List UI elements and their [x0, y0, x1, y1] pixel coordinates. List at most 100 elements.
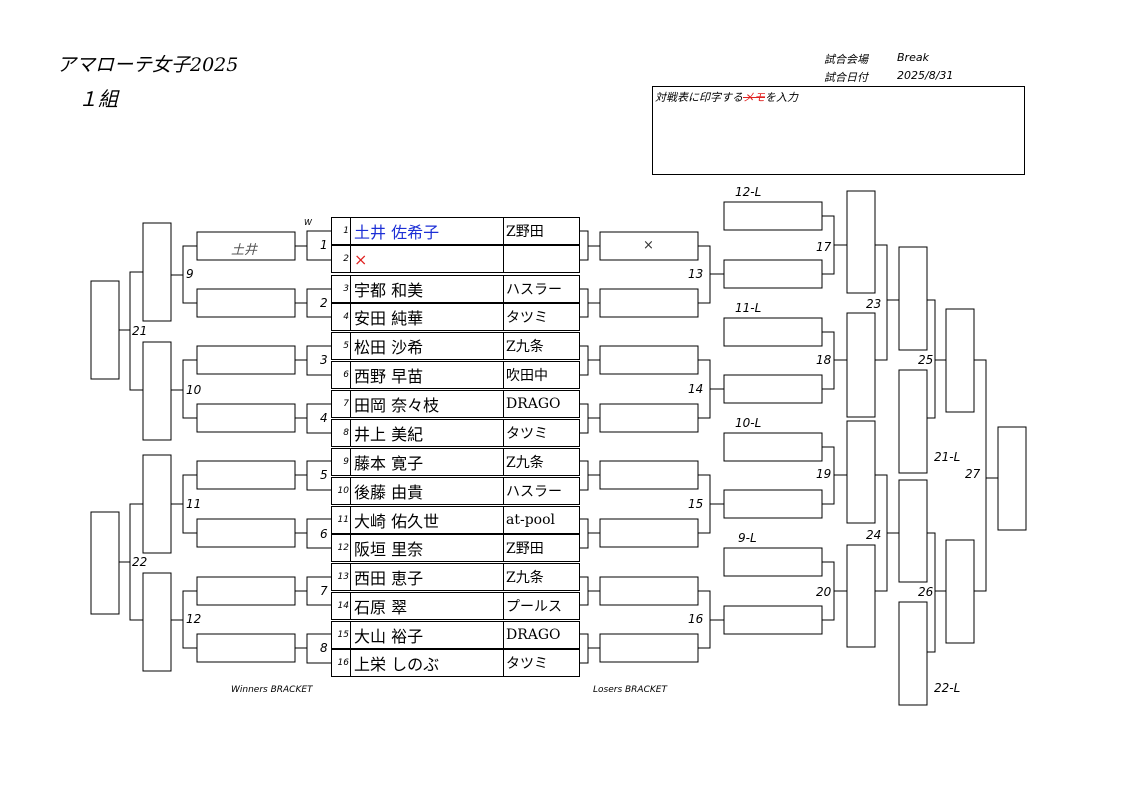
- entry-row[interactable]: 7 田岡 奈々枝 DRAGO: [331, 390, 580, 418]
- entry-name: 大山 裕子: [351, 622, 504, 648]
- winners-bracket-label: Winners BRACKET: [231, 685, 313, 695]
- entry-row[interactable]: 9 藤本 寛子 Z九条: [331, 448, 580, 476]
- match-label: 18: [816, 353, 832, 367]
- entry-no: 4: [332, 304, 351, 330]
- memo-box[interactable]: 対戦表に印字するメモを入力: [652, 86, 1025, 175]
- winners-r1-connectors: [295, 230, 331, 664]
- venue-label: 試合会場: [824, 53, 868, 66]
- drop-label: 10-L: [735, 416, 762, 430]
- drop-label: 11-L: [735, 301, 762, 315]
- match-label: 9: [186, 267, 194, 281]
- losers-r3: [846, 190, 899, 648]
- entry-row[interactable]: 12 阪垣 里奈 Z野田: [331, 534, 580, 562]
- losers-box-1-text: ×: [643, 238, 654, 253]
- memo-struck: メモ: [743, 91, 765, 104]
- entry-no: 9: [332, 449, 351, 475]
- entry-no: 10: [332, 478, 351, 504]
- entry-team: DRAGO: [506, 396, 561, 412]
- entry-row[interactable]: 4 安田 純華 タツミ: [331, 303, 580, 331]
- winners-r1-boxes: [196, 231, 296, 663]
- winners-r2: [142, 222, 197, 672]
- entry-team: タツミ: [506, 426, 548, 442]
- match-label: 3: [320, 353, 328, 367]
- entry-row[interactable]: 10 後藤 由貴 ハスラー: [331, 477, 580, 505]
- entry-name: 土井 佐希子: [351, 218, 504, 244]
- losers-bracket-label: Losers BRACKET: [593, 685, 667, 695]
- match-label: 5: [320, 468, 328, 482]
- entry-no: 11: [332, 507, 351, 533]
- entry-team: タツミ: [506, 310, 548, 326]
- entry-team: Z九条: [506, 339, 544, 355]
- entry-name: 井上 美紀: [351, 420, 504, 446]
- losers-r2: [710, 201, 847, 635]
- match-label: 26: [918, 585, 934, 599]
- drop-label: 12-L: [735, 185, 762, 199]
- entry-row[interactable]: 8 井上 美紀 タツミ: [331, 419, 580, 447]
- entry-name: 西田 恵子: [351, 564, 504, 590]
- entry-name: 大崎 佑久世: [351, 507, 504, 533]
- entry-no: 13: [332, 564, 351, 590]
- w-mark: W: [304, 218, 312, 227]
- entry-row[interactable]: 14 石原 翠 プールス: [331, 592, 580, 620]
- losers-r4: [898, 246, 946, 706]
- match-label: 27: [965, 467, 981, 481]
- memo-prefix: 対戦表に印字する: [655, 91, 743, 104]
- entry-no: 2: [332, 246, 351, 272]
- winners-r3: [90, 271, 143, 621]
- entry-row[interactable]: 2 ×: [331, 245, 580, 273]
- drop-label: 9-L: [738, 531, 757, 545]
- entry-team: Z野田: [506, 224, 544, 240]
- drop-label: 21-L: [934, 450, 961, 464]
- entry-team: [504, 246, 579, 272]
- entry-name: 後藤 由貴: [351, 478, 504, 504]
- entry-row[interactable]: 5 松田 沙希 Z九条: [331, 332, 580, 360]
- entry-team: 吹田中: [506, 368, 548, 384]
- entry-no: 8: [332, 420, 351, 446]
- entry-no: 15: [332, 622, 351, 648]
- entry-name: 安田 純華: [351, 304, 504, 330]
- match-label: 23: [866, 297, 882, 311]
- entry-row[interactable]: 1 土井 佐希子 Z野田: [331, 217, 580, 245]
- venue-value: Break: [897, 51, 929, 64]
- match-label: 21: [132, 324, 148, 338]
- entry-row[interactable]: 16 上栄 しのぶ タツミ: [331, 649, 580, 677]
- match-label: 8: [320, 641, 328, 655]
- match-label: 24: [866, 528, 882, 542]
- match-label: 17: [816, 240, 832, 254]
- group-label: １組: [78, 87, 118, 111]
- entry-name: 阪垣 里奈: [351, 535, 504, 561]
- match-label: 6: [320, 527, 328, 541]
- entry-team: DRAGO: [506, 627, 561, 643]
- entry-no: 7: [332, 391, 351, 417]
- match-label: 20: [816, 585, 832, 599]
- match-label: 4: [320, 411, 328, 425]
- entry-row[interactable]: 3 宇都 和美 ハスラー: [331, 275, 580, 303]
- match-label: 13: [688, 267, 704, 281]
- entry-name: 田岡 奈々枝: [351, 391, 504, 417]
- entry-no: 16: [332, 650, 351, 676]
- match-label: 16: [688, 612, 704, 626]
- entry-name: 松田 沙希: [351, 333, 504, 359]
- entry-row[interactable]: 11 大崎 佑久世 at-pool: [331, 506, 580, 534]
- entry-no: 14: [332, 593, 351, 619]
- entry-no: 5: [332, 333, 351, 359]
- entry-no: 1: [332, 218, 351, 244]
- match-label: 7: [320, 584, 328, 598]
- entry-name: 宇都 和美: [351, 276, 504, 302]
- entry-row[interactable]: 15 大山 裕子 DRAGO: [331, 621, 580, 649]
- match-label: 12: [186, 612, 202, 626]
- losers-r5: [945, 308, 1027, 644]
- match-label: 2: [320, 296, 328, 310]
- entry-team: ハスラー: [506, 282, 562, 298]
- entry-team: at-pool: [506, 512, 555, 528]
- entry-row[interactable]: 13 西田 恵子 Z九条: [331, 563, 580, 591]
- losers-r1-boxes: [599, 231, 699, 663]
- date-label: 試合日付: [824, 71, 868, 84]
- entry-row[interactable]: 6 西野 早苗 吹田中: [331, 361, 580, 389]
- entry-team: プールス: [506, 599, 562, 615]
- entry-team: ハスラー: [506, 484, 562, 500]
- memo-text: 対戦表に印字するメモを入力: [655, 89, 798, 105]
- entry-no: 3: [332, 276, 351, 302]
- match-label: 25: [918, 353, 934, 367]
